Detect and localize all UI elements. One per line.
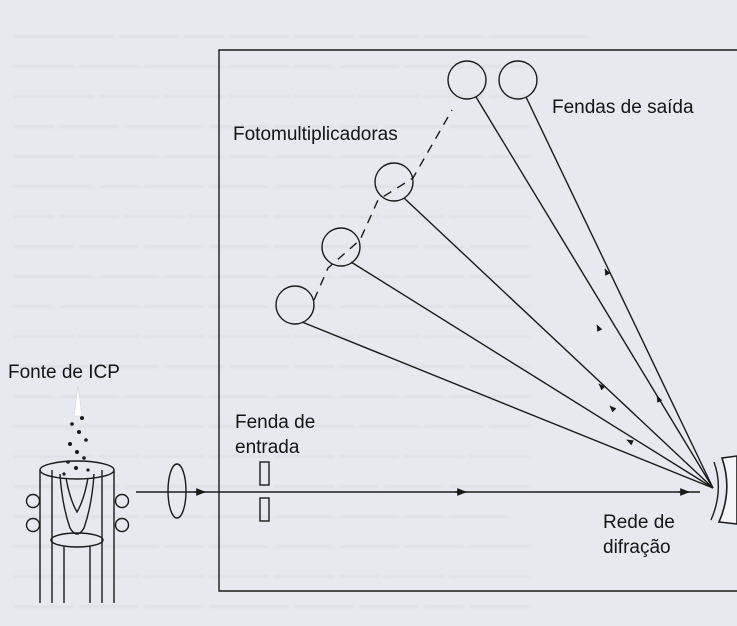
photomultiplier-tube	[374, 162, 414, 202]
label-grating-2: difração	[603, 537, 671, 558]
label-grating-1: Rede de	[603, 512, 675, 533]
photomultiplier-tube	[498, 60, 538, 100]
diffraction-grating	[717, 455, 737, 525]
background-page-text: ————— ——— —— ——— ——— ——— ——— ————— ——— —…	[14, 24, 589, 616]
plasma-spray	[62, 406, 90, 476]
beam-arrow	[656, 395, 663, 403]
rf-coil-ring	[25, 493, 41, 509]
label-photomultipliers: Fotomultiplicadoras	[233, 124, 398, 145]
label-entrance-slit-1: Fenda de	[235, 412, 315, 433]
plasma-core	[59, 473, 95, 535]
beam-arrow	[604, 268, 611, 276]
beam-arrow	[626, 439, 634, 446]
beam-arrows	[596, 268, 663, 446]
photomultiplier-tube	[321, 227, 361, 267]
plasma-flame	[73, 385, 83, 417]
diffracted-beam	[350, 261, 714, 489]
diffracted-beam	[525, 96, 714, 489]
rf-coil-ring	[114, 517, 130, 533]
diffracted-beam	[475, 96, 714, 489]
label-icp-source: Fonte de ICP	[8, 362, 120, 383]
photomultiplier-tube	[447, 60, 487, 100]
spectrometer-housing	[218, 49, 737, 592]
diffracted-beams	[301, 96, 714, 489]
label-entrance-slit-2: entrada	[235, 437, 300, 458]
entrance-slit	[259, 461, 270, 522]
icp-torch	[25, 385, 130, 603]
diffracted-beam	[403, 197, 714, 489]
rf-coil-ring	[25, 517, 41, 533]
photomultiplier-tube	[275, 285, 315, 325]
beam-arrow	[598, 383, 606, 391]
rf-coil-ring	[114, 493, 130, 509]
photomultiplier-tubes	[275, 60, 538, 325]
beam-arrow	[609, 405, 617, 413]
diffracted-beam	[301, 321, 714, 489]
beam-arrow	[596, 324, 603, 332]
torch-inner-rim	[50, 532, 104, 548]
lens	[167, 463, 187, 519]
slit-jaw-lower	[259, 497, 270, 522]
slit-jaw-upper	[259, 461, 270, 486]
focal-curve	[313, 109, 453, 301]
torch-top-rim	[39, 460, 115, 480]
label-exit-slits: Fendas de saída	[552, 97, 694, 118]
grating-surface	[710, 461, 719, 521]
